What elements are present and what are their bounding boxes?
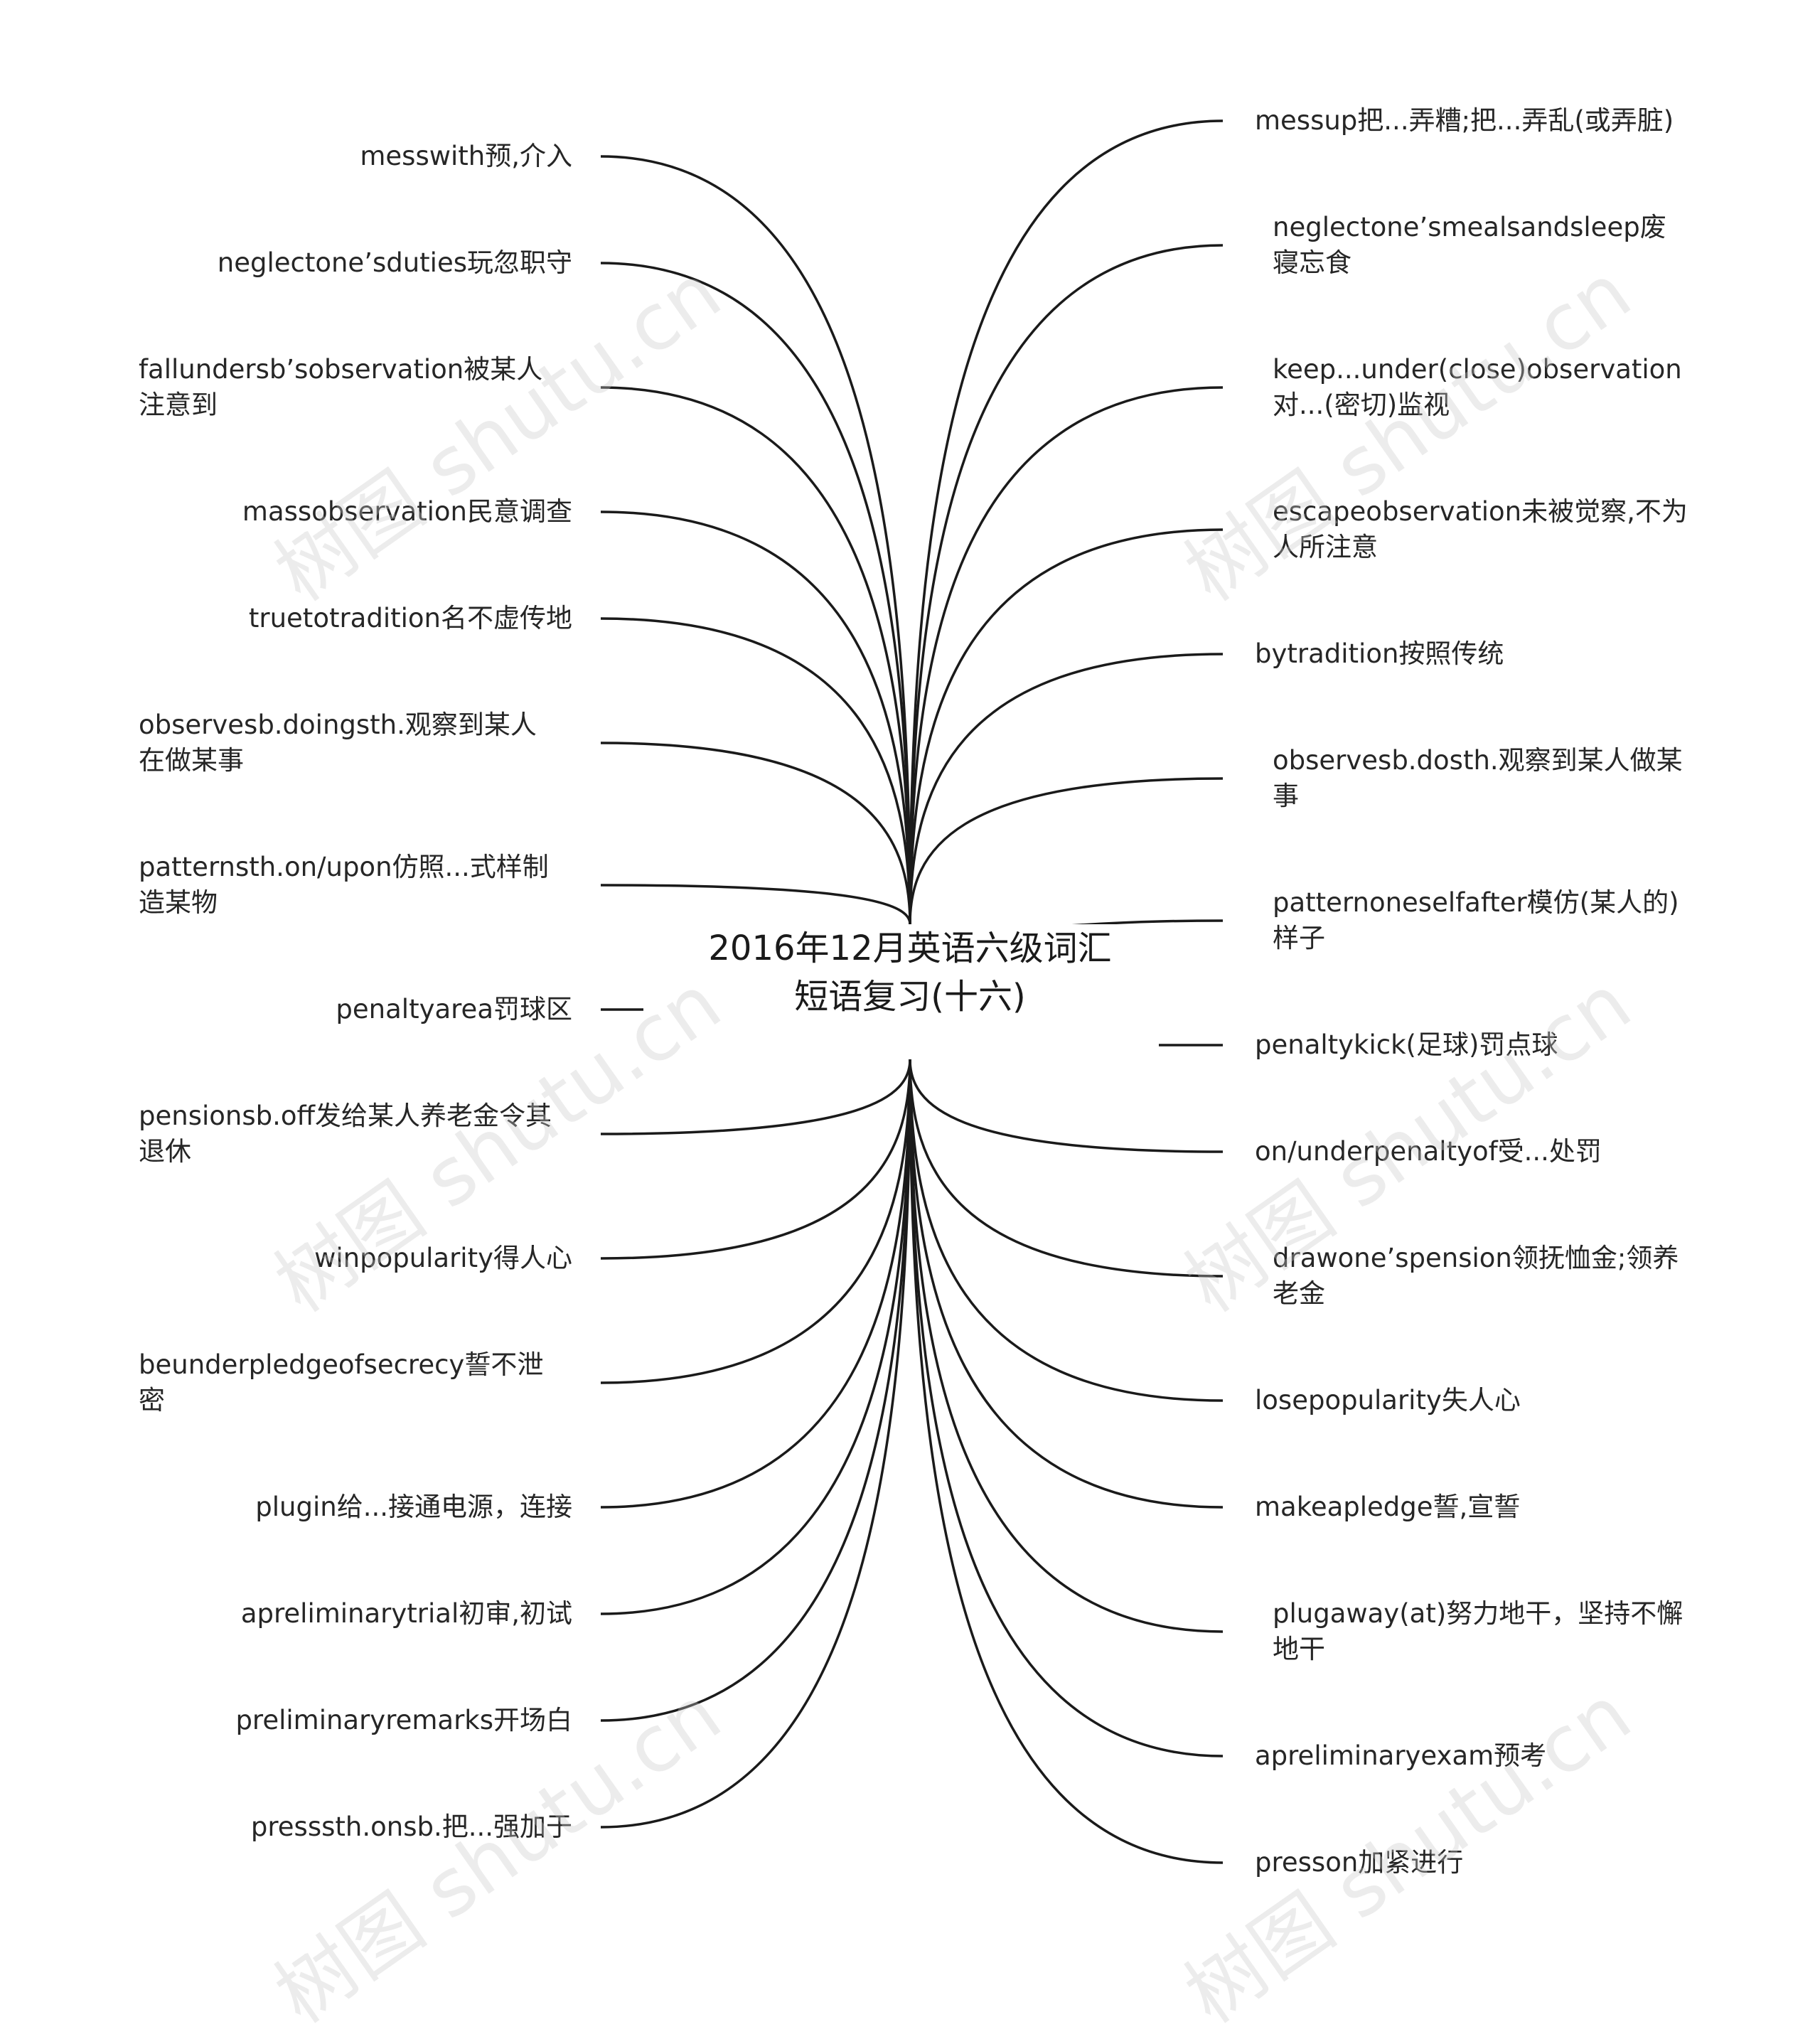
right-branch-node[interactable]: on/underpenaltyof受...处罚 <box>1255 1136 1602 1167</box>
left-branch-node[interactable]: massobservation民意调查 <box>242 496 572 527</box>
left-branch-node[interactable]: patternsth.on/upon仿照...式样制造某物 <box>139 852 549 918</box>
central-topic-line-2: 短语复习(十六) <box>794 977 1026 1017</box>
left-connector-9 <box>600 1059 911 1260</box>
left-branch-node[interactable]: messwith预,介入 <box>360 141 572 171</box>
left-branch-node[interactable]: truetotradition名不虚传地 <box>248 603 572 633</box>
right-branch-node[interactable]: patternoneselfafter模仿(某人的)样子 <box>1273 887 1679 953</box>
right-connector-14 <box>909 1059 1224 1864</box>
central-topic[interactable]: 2016年12月英语六级词汇 短语复习(十六) <box>682 924 1138 1021</box>
right-connector-0 <box>909 119 1224 925</box>
right-connector-13 <box>909 1059 1224 1757</box>
left-connector-11 <box>600 1059 911 1509</box>
right-branch-node[interactable]: apreliminaryexam预考 <box>1255 1740 1547 1771</box>
left-connector-5 <box>600 742 911 925</box>
left-connector-6 <box>600 884 911 925</box>
left-branch-node[interactable]: observesb.doingsth.观察到某人在做某事 <box>139 710 537 776</box>
left-connector-8 <box>600 1059 911 1135</box>
right-branch-node[interactable]: drawone’spension领抚恤金;领养老金 <box>1273 1243 1679 1309</box>
left-branch-node[interactable]: neglectone’sduties玩忽职守 <box>217 247 572 278</box>
right-branch-node[interactable]: makeapledge誓,宣誓 <box>1255 1492 1521 1522</box>
right-connector-10 <box>909 1059 1224 1402</box>
left-connector-10 <box>600 1059 911 1384</box>
right-branch-node[interactable]: messup把...弄糟;把...弄乱(或弄脏) <box>1255 105 1674 136</box>
right-branch-node[interactable]: plugaway(at)努力地干，坚持不懈地干 <box>1273 1598 1684 1664</box>
left-branch-node[interactable]: apreliminarytrial初审,初试 <box>240 1598 572 1629</box>
right-connector-11 <box>909 1059 1224 1509</box>
connector-lines <box>600 119 1224 1864</box>
left-branch-node[interactable]: plugin给...接通电源，连接 <box>255 1492 572 1522</box>
left-connector-13 <box>600 1059 911 1722</box>
left-branch-node[interactable]: preliminaryremarks开场白 <box>235 1705 572 1735</box>
right-branch-node[interactable]: bytradition按照传统 <box>1255 638 1504 669</box>
right-connector-1 <box>909 244 1224 925</box>
right-connector-3 <box>909 528 1224 925</box>
right-branch-node[interactable]: penaltykick(足球)罚点球 <box>1255 1029 1558 1060</box>
left-branch-node[interactable]: presssth.onsb.把...强加于 <box>250 1812 572 1842</box>
right-branch-node[interactable]: observesb.dosth.观察到某人做某事 <box>1273 745 1683 811</box>
left-branch-node[interactable]: beunderpledgeofsecrecy誓不泄密 <box>139 1349 544 1416</box>
left-branch-node[interactable]: fallundersb’sobservation被某人注意到 <box>139 354 543 420</box>
right-branch-node[interactable]: keep...under(close)observation对...(密切)监视 <box>1273 354 1682 420</box>
right-branch-node[interactable]: escapeobservation未被觉察,不为人所注意 <box>1273 496 1688 562</box>
right-connector-2 <box>909 386 1224 925</box>
left-connector-14 <box>600 1059 911 1829</box>
left-branch-node[interactable]: winpopularity得人心 <box>314 1243 572 1273</box>
left-connector-0 <box>600 155 911 925</box>
right-branch-node[interactable]: losepopularity失人心 <box>1255 1385 1521 1416</box>
left-connector-12 <box>600 1059 911 1615</box>
left-connector-2 <box>600 386 911 925</box>
left-connector-3 <box>600 510 911 925</box>
right-branch-node[interactable]: neglectone’smealsandsleep废寝忘食 <box>1273 212 1666 278</box>
central-topic-line-1: 2016年12月英语六级词汇 <box>708 929 1112 968</box>
right-connector-4 <box>909 653 1224 925</box>
right-connector-8 <box>909 1059 1224 1153</box>
right-connector-5 <box>909 777 1224 925</box>
right-branch-node[interactable]: presson加紧进行 <box>1255 1847 1464 1878</box>
left-branch-node[interactable]: penaltyarea罚球区 <box>336 994 572 1024</box>
left-connector-4 <box>600 617 911 925</box>
left-connector-1 <box>600 262 911 925</box>
left-branch-node[interactable]: pensionsb.off发给某人养老金令其退休 <box>139 1101 552 1167</box>
right-connector-9 <box>909 1059 1224 1278</box>
